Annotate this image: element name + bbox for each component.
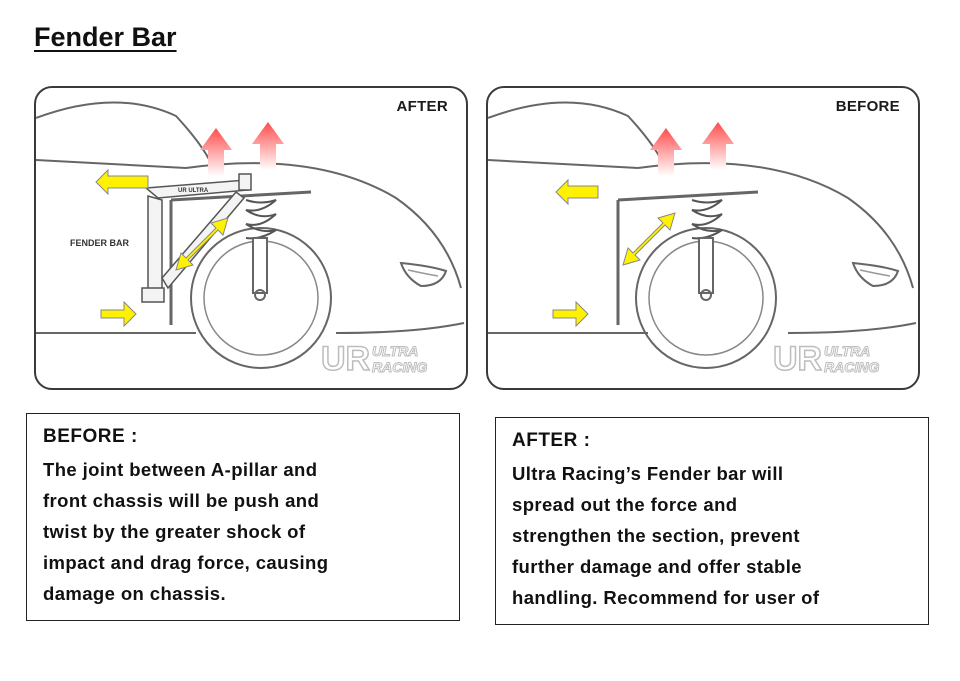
- after-line: strengthen the section, prevent: [512, 525, 800, 546]
- diagram-panel-before: UR ULTRA RACING BEFORE: [486, 86, 920, 390]
- bumper-outline: [787, 322, 917, 334]
- after-line: spread out the force and: [512, 494, 738, 515]
- after-line: further damage and offer stable: [512, 556, 802, 577]
- after-heading: AFTER :: [512, 430, 591, 451]
- svg-text:ULTRA: ULTRA: [372, 343, 418, 359]
- impact-force-arrow: [100, 300, 137, 328]
- watermark-logo: UR: [321, 340, 370, 378]
- after-line: handling. Recommend for user of: [512, 587, 820, 608]
- twist-force-arrow: [175, 217, 229, 271]
- rearward-force-arrow: [95, 168, 149, 196]
- diagram-panel-after: UR ULTRA UR ULTRA RACING AFTER FENDER BA…: [34, 86, 468, 390]
- upward-force-arrow: [252, 122, 284, 170]
- svg-text:RACING: RACING: [824, 359, 879, 375]
- windshield-outline: [488, 101, 664, 164]
- before-line: The joint between A-pillar and: [43, 459, 318, 480]
- upward-force-arrow: [200, 128, 232, 176]
- fender-bar-icon: UR ULTRA: [141, 173, 252, 303]
- before-line: impact and drag force, causing: [43, 552, 329, 573]
- car-front-illustration: UR ULTRA UR ULTRA RACING: [36, 101, 465, 379]
- panel-label-after: AFTER: [396, 98, 448, 115]
- svg-text:ULTRA: ULTRA: [824, 343, 870, 359]
- before-heading: BEFORE :: [43, 426, 138, 447]
- watermark-logo: UR: [773, 340, 822, 378]
- before-description-box: BEFORE : The joint between A-pillar and …: [26, 413, 460, 621]
- a-pillar-line: [488, 159, 639, 169]
- panel-label-before: BEFORE: [835, 98, 900, 115]
- after-line: Ultra Racing’s Fender bar will: [512, 463, 784, 484]
- before-line: front chassis will be push and: [43, 490, 320, 511]
- coil-spring-icon: [245, 199, 277, 240]
- upward-force-arrow: [702, 122, 734, 170]
- a-pillar-line: [36, 159, 187, 169]
- rearward-force-arrow: [555, 178, 599, 206]
- fender-bar-callout: FENDER BAR: [70, 238, 130, 248]
- hood-outline: [185, 162, 462, 289]
- bumper-outline: [335, 322, 465, 334]
- windshield-outline: [36, 101, 212, 164]
- car-front-illustration: UR ULTRA RACING: [488, 101, 917, 379]
- page-title: Fender Bar: [34, 22, 177, 52]
- before-line: twist by the greater shock of: [43, 521, 306, 542]
- wheel-icon: [190, 227, 332, 369]
- headlight-icon: [399, 261, 448, 288]
- svg-text:UR ULTRA: UR ULTRA: [178, 188, 209, 194]
- twist-force-arrow: [622, 212, 676, 266]
- headlight-icon: [851, 261, 900, 288]
- after-description-box: AFTER : Ultra Racing’s Fender bar will s…: [495, 417, 929, 625]
- coil-spring-icon: [691, 199, 723, 240]
- svg-text:RACING: RACING: [372, 359, 427, 375]
- hood-outline: [637, 162, 914, 289]
- impact-force-arrow: [552, 300, 589, 328]
- upward-force-arrow: [650, 128, 682, 176]
- wheel-icon: [635, 227, 777, 369]
- before-line: damage on chassis.: [43, 583, 227, 604]
